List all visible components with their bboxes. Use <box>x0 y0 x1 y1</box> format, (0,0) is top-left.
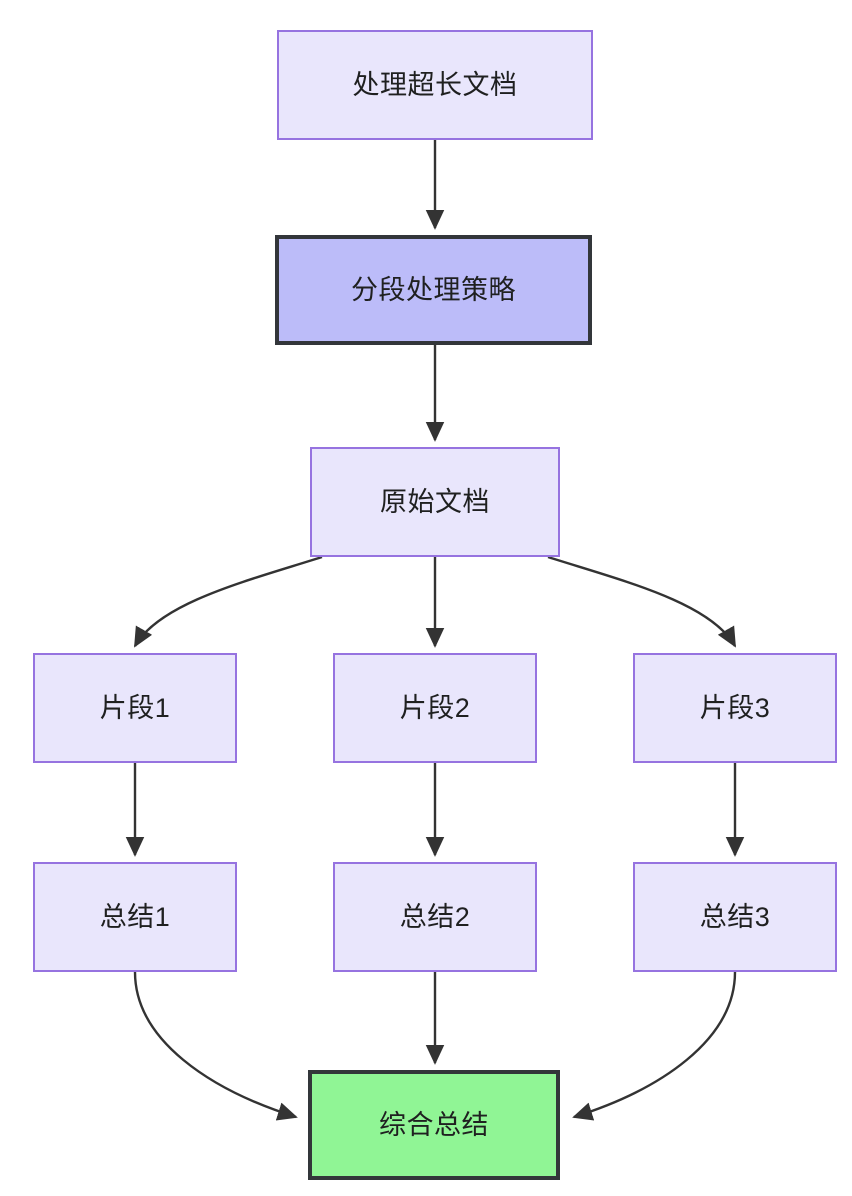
node-chunk-2[interactable]: 片段2 <box>333 653 537 763</box>
node-chunk-1-label: 片段1 <box>99 692 171 723</box>
edge-summary3-to-final <box>572 971 737 1121</box>
node-summary-2-label: 总结2 <box>399 901 471 932</box>
node-summary-3[interactable]: 总结3 <box>633 862 837 972</box>
node-strategy-label: 分段处理策略 <box>351 274 516 305</box>
node-source-document[interactable]: 原始文档 <box>310 447 560 557</box>
node-chunk-1[interactable]: 片段1 <box>33 653 237 763</box>
node-strategy[interactable]: 分段处理策略 <box>275 235 592 345</box>
node-summary-1[interactable]: 总结1 <box>33 862 237 972</box>
node-final-summary-label: 综合总结 <box>379 1109 489 1140</box>
node-final-summary[interactable]: 综合总结 <box>308 1070 560 1180</box>
edge-source-to-chunk3 <box>547 555 737 648</box>
edge-summary1-to-final <box>133 971 298 1121</box>
node-chunk-3[interactable]: 片段3 <box>633 653 837 763</box>
node-summary-1-label: 总结1 <box>99 901 171 932</box>
edge-source-to-chunk1 <box>133 555 323 648</box>
node-chunk-2-label: 片段2 <box>399 692 471 723</box>
node-chunk-3-label: 片段3 <box>699 692 771 723</box>
node-summary-3-label: 总结3 <box>699 901 771 932</box>
node-root-label: 处理超长文档 <box>352 69 518 100</box>
node-summary-2[interactable]: 总结2 <box>333 862 537 972</box>
node-root[interactable]: 处理超长文档 <box>277 30 593 140</box>
node-source-document-label: 原始文档 <box>380 486 490 517</box>
